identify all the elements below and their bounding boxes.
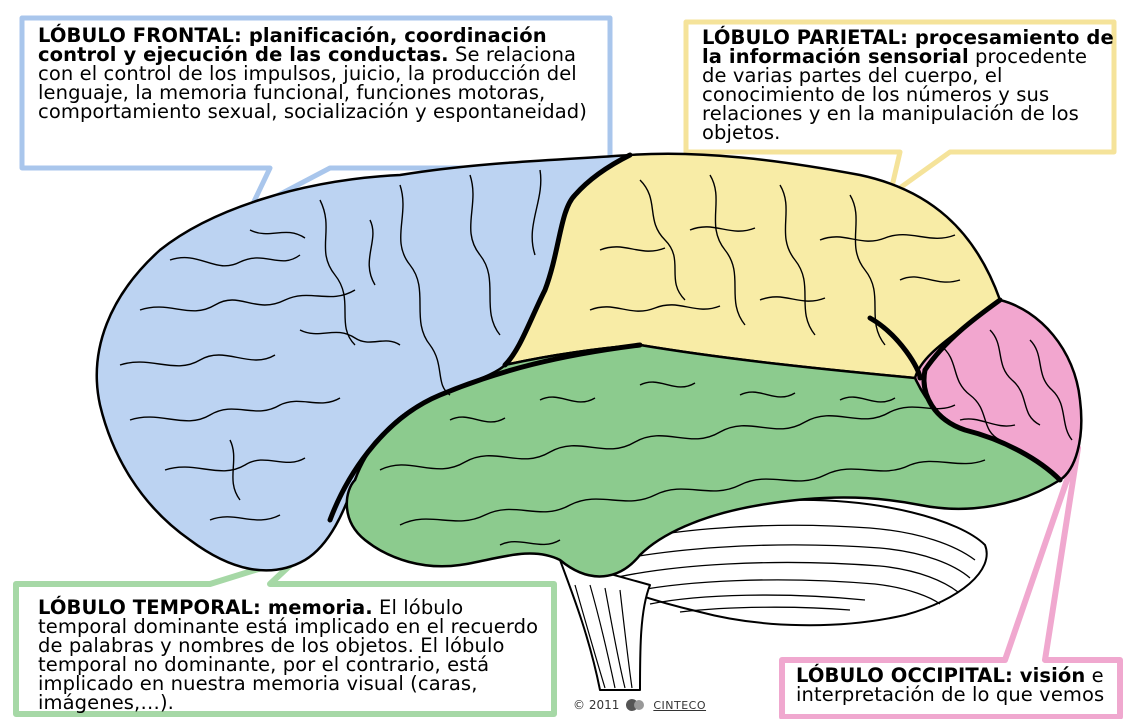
brain-illustration [95, 152, 1083, 691]
copyright-year: © 2011 [573, 698, 620, 712]
parietal-callout-bubble [683, 19, 1117, 198]
occipital-callout-text: LÓBULO OCCIPITAL: visión e interpretació… [782, 660, 1120, 718]
temporal-body: El lóbulo temporal dominante está implic… [38, 596, 539, 714]
lateral-sulcus [327, 342, 643, 523]
parieto-occipital-sulcus [921, 297, 1063, 483]
brainstem-lines [574, 584, 633, 689]
frontal-title: LÓBULO FRONTAL: planificación, coordinac… [38, 24, 547, 66]
temporal-callout-bubble [13, 553, 557, 717]
occipital-callout-shape [779, 445, 1123, 719]
parietal-body: procedente de varias partes del cuerpo, … [702, 45, 1088, 144]
temporal-callout-shape [13, 553, 557, 717]
temporal-title: LÓBULO TEMPORAL: memoria. [38, 596, 373, 619]
frontal-callout-bubble [19, 15, 613, 213]
copyright-notice: © 2011 CINTECO [573, 698, 706, 712]
occipital-title: LÓBULO OCCIPITAL: visión [796, 664, 1086, 687]
parietal-internal-sulcus [867, 315, 923, 381]
lobe-borders [327, 152, 1063, 523]
occipital-sulci [939, 329, 1073, 441]
temporal-sulci [379, 381, 986, 546]
frontal-sulci [119, 169, 542, 521]
parietal-callout-shape [683, 19, 1117, 198]
frontal-callout-text: LÓBULO FRONTAL: planificación, coordinac… [22, 18, 610, 168]
parietal-callout-text: LÓBULO PARIETAL: procesamiento de la inf… [686, 22, 1114, 152]
copyright-brand: CINTECO [653, 698, 707, 712]
occipital-callout-bubble [779, 445, 1123, 719]
temporal-callout-text: LÓBULO TEMPORAL: memoria. El lóbulo temp… [16, 584, 554, 714]
frontal-callout-shape [19, 15, 613, 213]
frontal-body: Se relaciona con el control de los impul… [38, 43, 587, 123]
occipital-body: e interpretación de lo que vemos [796, 664, 1105, 706]
parietal-title: LÓBULO PARIETAL: procesamiento de la inf… [702, 26, 1114, 68]
central-sulcus [502, 152, 633, 368]
cinteco-logo-icon [626, 699, 645, 711]
